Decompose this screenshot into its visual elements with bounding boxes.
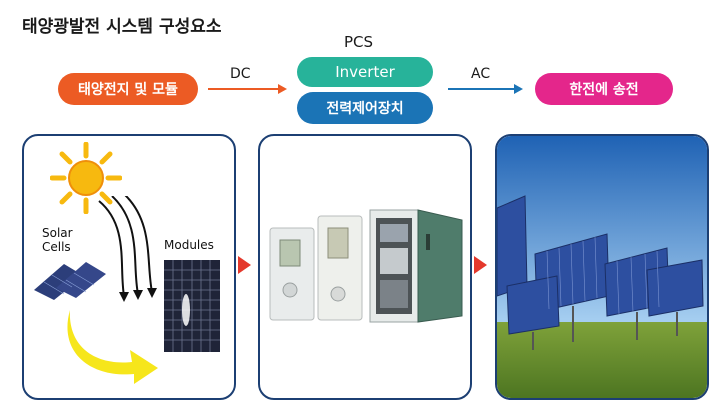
inverter-pill: Inverter <box>297 57 433 87</box>
solar-farm-photo <box>497 136 707 398</box>
flow-triangle-1 <box>238 256 251 274</box>
pcs-panel-box <box>258 134 472 400</box>
sunlight-rays-icon <box>98 196 157 302</box>
ac-label: AC <box>471 66 491 82</box>
modules-label: Modules <box>164 238 214 252</box>
solar-module-label: 태양전지 및 모듈 <box>78 82 178 98</box>
solar-cells-label: Solar Cells <box>42 226 73 254</box>
ac-arrow-icon <box>448 84 523 94</box>
solar-module-image <box>164 260 220 352</box>
solar-farm-panel-box <box>495 134 709 400</box>
solar-panel-box: Solar Cells Modules <box>22 134 236 400</box>
grid-transmission-pill: 한전에 송전 <box>535 73 673 105</box>
grid-transmission-label: 한전에 송전 <box>569 82 639 98</box>
dc-label: DC <box>230 66 251 82</box>
conversion-arrow-icon <box>67 310 158 384</box>
sun-icon <box>50 142 122 214</box>
pcs-equipment-image <box>269 209 463 323</box>
power-controller-pill: 전력제어장치 <box>297 92 433 124</box>
flow-triangle-2 <box>474 256 487 274</box>
power-controller-label: 전력제어장치 <box>326 101 404 117</box>
solar-module-pill: 태양전지 및 모듈 <box>58 73 198 105</box>
inverter-label: Inverter <box>335 63 395 81</box>
dc-arrow-icon <box>208 84 287 94</box>
solar-cells-image <box>34 262 106 300</box>
page-title: 태양광발전 시스템 구성요소 <box>22 17 222 37</box>
pcs-heading: PCS <box>344 33 374 51</box>
